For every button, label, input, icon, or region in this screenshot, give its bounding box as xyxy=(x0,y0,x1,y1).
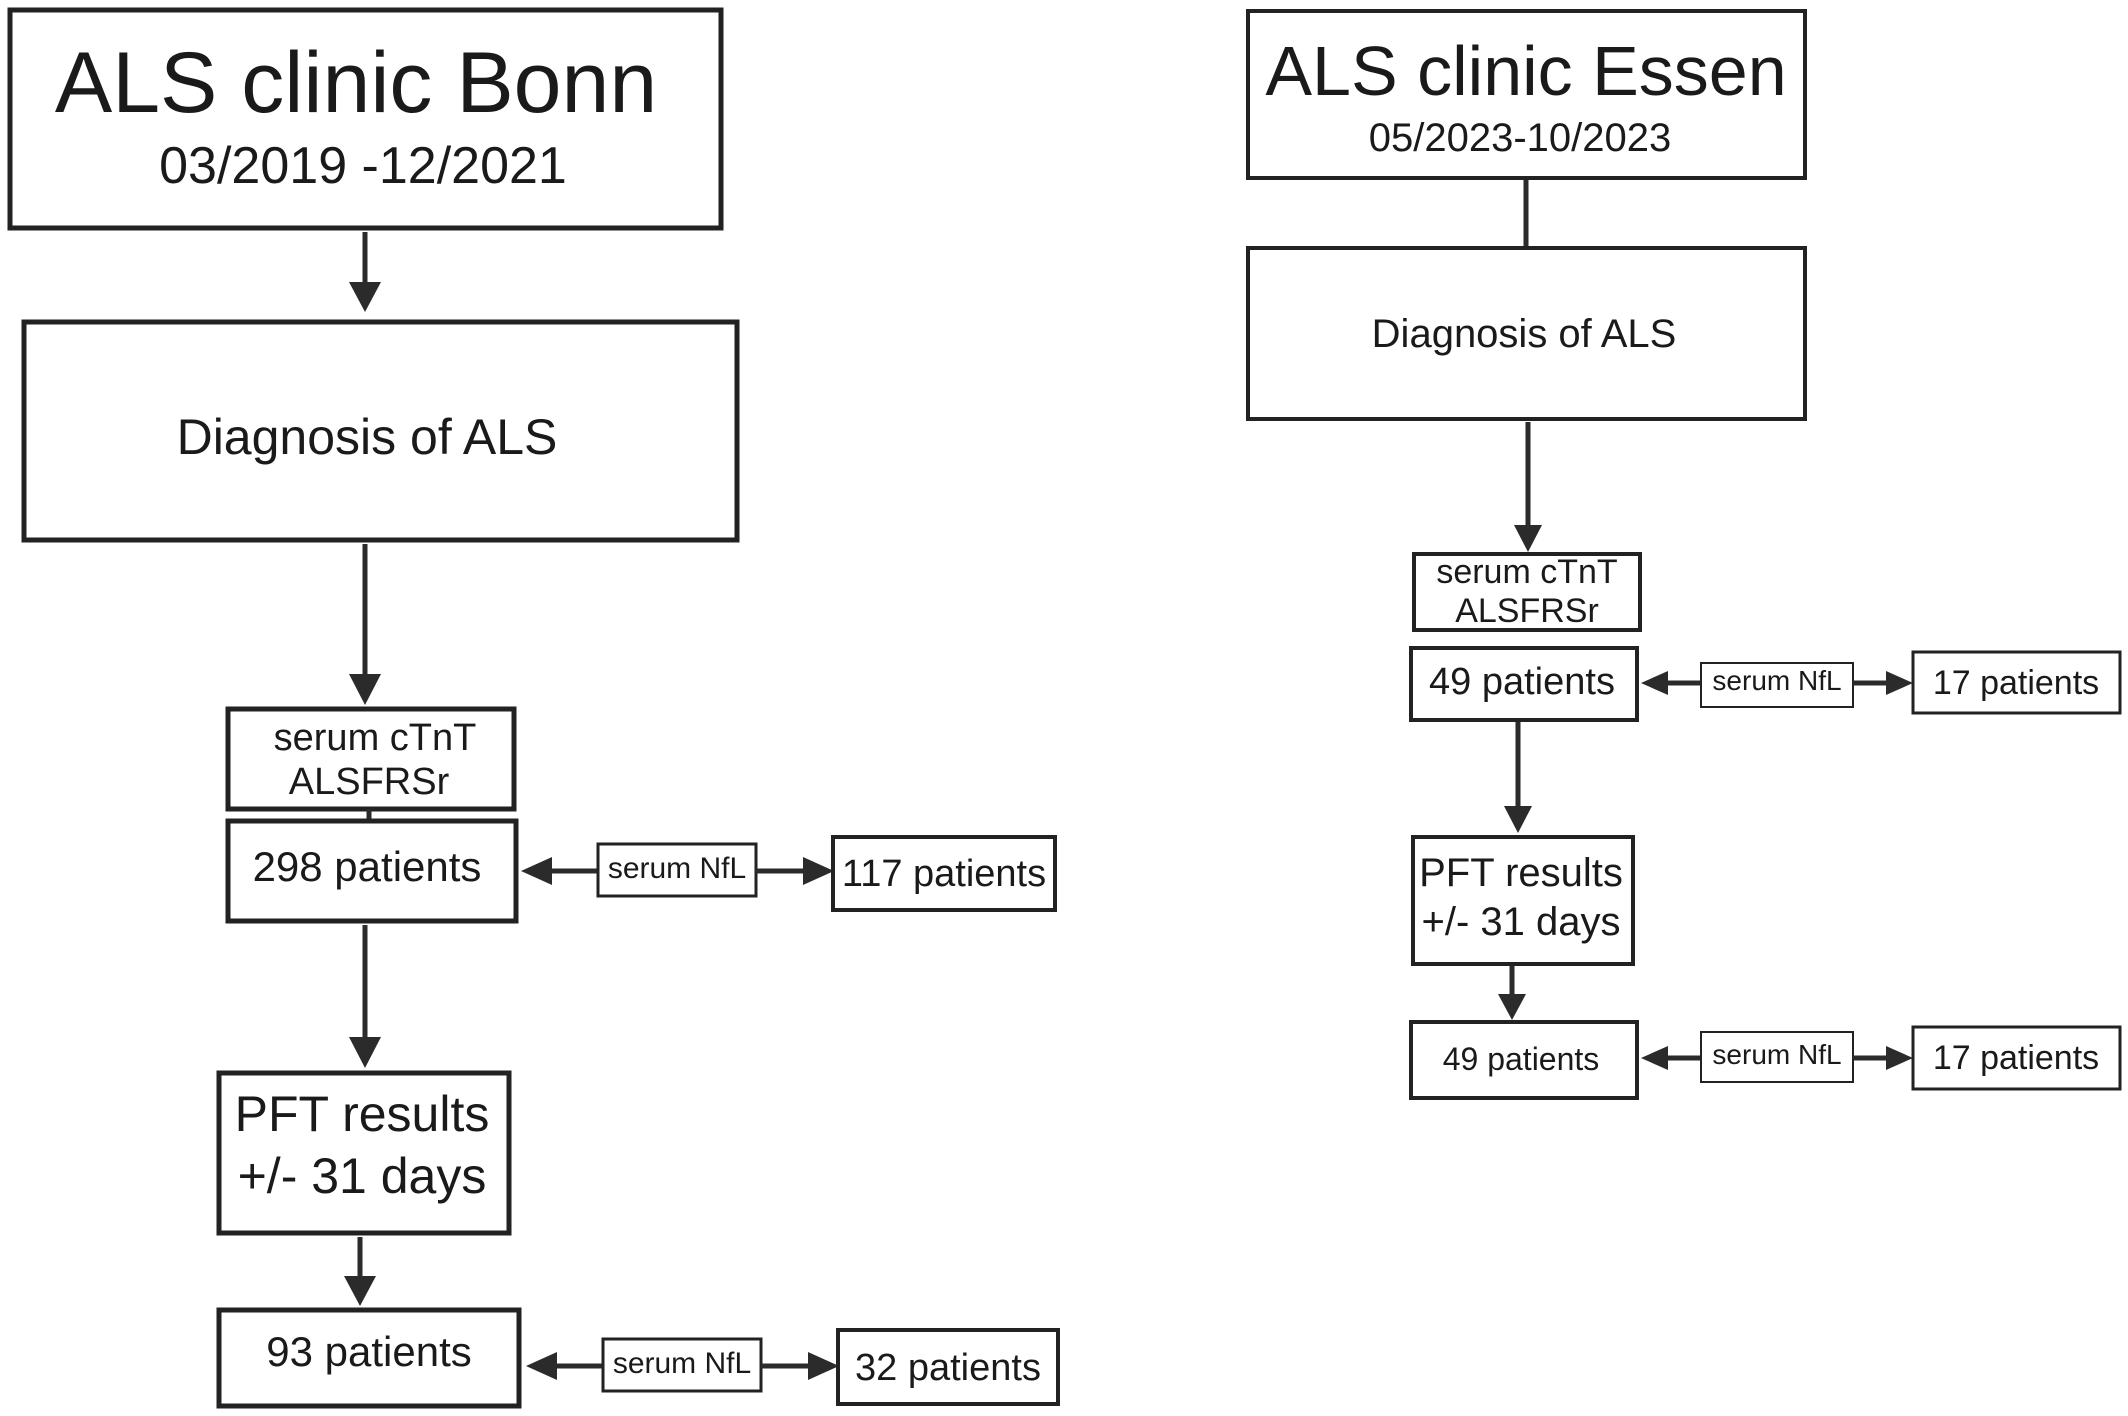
essen-nfl1-box xyxy=(1700,662,1854,708)
bonn-nfl2-right-arrowhead xyxy=(808,1352,839,1380)
essen-nfl1-label: serum NfL xyxy=(1712,665,1841,696)
bonn-patients-total: 298 patients xyxy=(253,843,482,890)
bonn-nfl1-right-arrowhead xyxy=(803,857,834,885)
essen-arrowhead-to-patients-pft xyxy=(1498,994,1526,1020)
bonn-measures-line2: ALSFRSr xyxy=(289,761,450,803)
essen-nfl2-box xyxy=(1700,1031,1854,1083)
essen-patients-pft-box xyxy=(1409,1020,1639,1100)
essen-arrowhead-to-pft xyxy=(1504,806,1532,833)
essen-diagnosis-label: Diagnosis of ALS xyxy=(1372,312,1677,356)
essen-nfl2-patients: 17 patients xyxy=(1933,1039,2099,1077)
essen-period: 05/2023-10/2023 xyxy=(1369,116,1672,160)
essen-nfl2-patients-box xyxy=(1911,1025,2122,1091)
essen-measures-line1: serum cTnT xyxy=(1436,553,1617,591)
essen-nfl2-right-arrowhead xyxy=(1886,1046,1913,1070)
essen-measures-box xyxy=(1412,552,1642,632)
bonn-nfl2-patients: 32 patients xyxy=(855,1347,1041,1389)
bonn-nfl2-label: serum NfL xyxy=(613,1347,751,1380)
essen-nfl2-label: serum NfL xyxy=(1712,1039,1841,1070)
essen-nfl2-left-arrowhead xyxy=(1641,1046,1668,1070)
bonn-diagnosis-label: Diagnosis of ALS xyxy=(177,409,558,465)
bonn-flow: ALS clinic Bonn 03/2019 -12/2021 Diagnos… xyxy=(7,7,1060,1409)
bonn-arrowhead-to-pft xyxy=(349,1037,381,1068)
essen-measures-line2: ALSFRSr xyxy=(1455,592,1599,630)
bonn-nfl1-patients: 117 patients xyxy=(842,853,1046,895)
bonn-nfl1-left-arrowhead xyxy=(521,857,552,885)
bonn-nfl2-left-arrowhead xyxy=(526,1352,557,1380)
bonn-period: 03/2019 -12/2021 xyxy=(159,137,567,195)
bonn-diagnosis-box xyxy=(21,319,740,543)
bonn-arrowhead-to-measures xyxy=(349,674,381,705)
bonn-nfl1-patients-box xyxy=(831,835,1057,912)
essen-flow: ALS clinic Essen 05/2023-10/2023 Diagnos… xyxy=(1246,9,2122,1100)
essen-pft-line1: PFT results xyxy=(1419,851,1623,895)
bonn-nfl2-box xyxy=(601,1337,763,1393)
essen-patients-total: 49 patients xyxy=(1429,661,1615,703)
essen-patients-total-box xyxy=(1409,646,1639,722)
bonn-arrowhead-to-diagnosis xyxy=(349,282,381,312)
essen-nfl1-right-arrowhead xyxy=(1886,671,1913,695)
bonn-measures-box xyxy=(225,706,517,812)
bonn-patients-pft: 93 patients xyxy=(266,1328,472,1375)
essen-nfl1-patients-box xyxy=(1911,650,2122,715)
essen-nfl1-patients: 17 patients xyxy=(1933,664,2099,702)
bonn-nfl1-label: serum NfL xyxy=(608,852,746,885)
bonn-clinic-box xyxy=(7,7,724,231)
essen-diagnosis-box xyxy=(1246,246,1807,421)
essen-clinic-title: ALS clinic Essen xyxy=(1265,32,1786,110)
bonn-pft-line2: +/- 31 days xyxy=(238,1148,487,1204)
bonn-pft-line1: PFT results xyxy=(235,1086,490,1142)
essen-patients-pft: 49 patients xyxy=(1443,1041,1600,1077)
essen-pft-box xyxy=(1411,835,1635,966)
essen-arrowhead-to-measures xyxy=(1514,525,1542,552)
bonn-nfl2-patients-box xyxy=(836,1328,1060,1406)
bonn-arrowhead-to-patients-pft xyxy=(344,1276,376,1306)
bonn-measures-line1: serum cTnT xyxy=(274,717,477,759)
essen-clinic-box xyxy=(1246,9,1807,180)
bonn-patients-total-box xyxy=(225,818,519,924)
bonn-patients-pft-box xyxy=(216,1307,522,1409)
bonn-pft-box xyxy=(216,1070,512,1236)
bonn-clinic-title: ALS clinic Bonn xyxy=(55,35,657,131)
essen-nfl1-left-arrowhead xyxy=(1641,671,1668,695)
essen-pft-line2: +/- 31 days xyxy=(1421,900,1620,944)
